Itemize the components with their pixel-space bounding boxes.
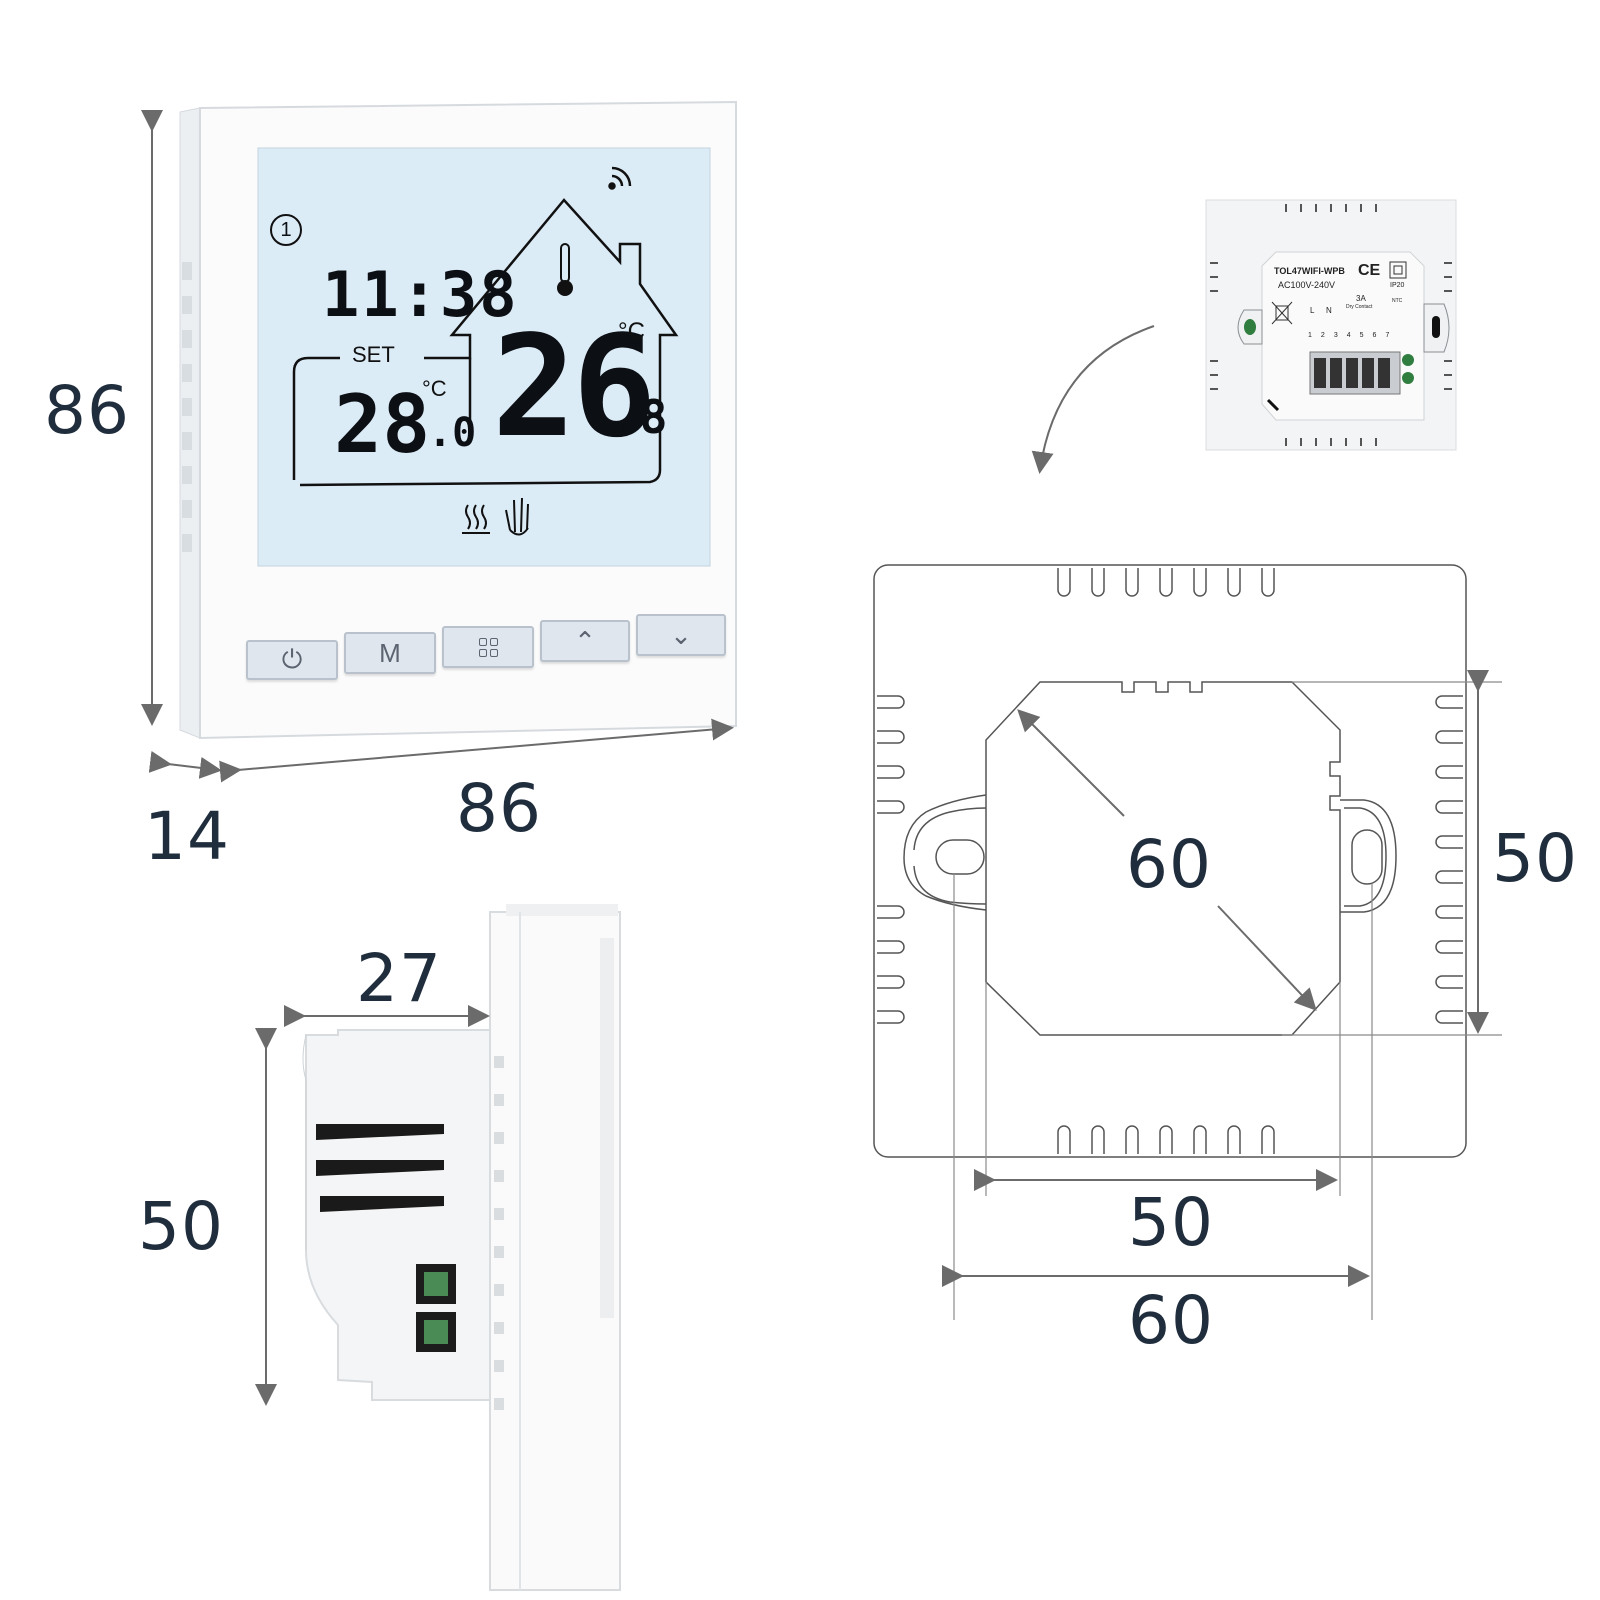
side-height-label: 50 xyxy=(138,1188,224,1265)
room-temperature-unit: °C xyxy=(618,318,645,345)
chevron-up-icon: ⌃ xyxy=(574,625,596,656)
terminal-l: L xyxy=(1310,306,1315,315)
menu-button[interactable] xyxy=(442,626,534,668)
terminal-number: 1 xyxy=(1308,332,1312,339)
model-label: TOL47WIFI-WPB xyxy=(1274,266,1345,276)
ce-mark: CE xyxy=(1358,262,1381,279)
mode-button[interactable]: M xyxy=(344,632,436,674)
back-photo xyxy=(1205,199,1457,451)
up-button[interactable]: ⌃ xyxy=(540,620,630,662)
terminal-number: 4 xyxy=(1346,332,1351,339)
back-diagonal-arrow-lower xyxy=(1217,905,1317,1011)
right-slots xyxy=(1435,695,1463,1024)
voltage-label: AC100V-240V xyxy=(1278,280,1336,290)
down-button[interactable]: ⌄ xyxy=(636,614,726,656)
side-terminal-screws xyxy=(416,1264,456,1352)
chevron-down-icon: ⌄ xyxy=(670,619,692,650)
back-dim-lines xyxy=(953,681,1502,1320)
thermometer-icon xyxy=(557,243,573,296)
side-view xyxy=(302,904,621,1591)
set-temperature-unit: °C xyxy=(422,376,447,401)
grid-icon xyxy=(478,637,498,657)
terminal-number: 2 xyxy=(1320,332,1325,339)
back-diagonal-arrow-upper xyxy=(1017,709,1125,817)
house-outline-icon xyxy=(292,198,679,487)
side-depth-label: 27 xyxy=(356,940,442,1017)
top-slots xyxy=(1057,568,1275,597)
dry-contact-label: Dry Contact xyxy=(1346,304,1373,310)
room-temperature: 26 xyxy=(492,306,657,469)
front-height-label: 86 xyxy=(44,372,130,449)
ip-rating: IP20 xyxy=(1390,282,1405,289)
room-temperature-decimal: .8 xyxy=(612,390,668,444)
terminal-n: N xyxy=(1326,306,1332,315)
lcd-clock: 11:38 xyxy=(322,258,519,331)
terminal-numbers: 1 2 3 4 5 6 7 xyxy=(1308,332,1389,339)
curved-arrow xyxy=(1031,325,1155,474)
program-number: 1 xyxy=(270,214,302,246)
front-width-arrow xyxy=(219,718,734,783)
mode-label: M xyxy=(379,637,401,668)
terminal-number: 5 xyxy=(1359,332,1364,339)
back-height-label: 50 xyxy=(1492,820,1578,897)
wifi-icon xyxy=(608,166,632,190)
ntc-label: NTC xyxy=(1392,298,1403,304)
front-width-label: 86 xyxy=(456,770,542,847)
set-temperature: 28 xyxy=(334,378,431,471)
left-slots xyxy=(877,695,905,1024)
front-depth-label: 14 xyxy=(144,798,230,875)
set-label: SET xyxy=(352,342,395,367)
front-side-vents xyxy=(182,262,192,552)
front-view xyxy=(179,100,737,740)
bottom-slots xyxy=(1057,1125,1275,1154)
back-drawing xyxy=(873,564,1467,1158)
side-vents xyxy=(316,1124,444,1212)
terminal-number: 6 xyxy=(1372,332,1377,339)
mounting-box-outline xyxy=(985,681,1341,1036)
manual-hand-icon xyxy=(505,497,529,536)
terminal-number: 3 xyxy=(1333,332,1338,339)
back-diagonal-label: 60 xyxy=(1126,826,1212,903)
back-inner-width-label: 50 xyxy=(1128,1184,1214,1261)
set-temperature-decimal: .0 xyxy=(428,410,477,456)
terminal-number: 7 xyxy=(1385,332,1390,339)
current-rating: 3A xyxy=(1356,294,1366,303)
waste-bin-icon xyxy=(1271,301,1293,325)
back-outer-width-label: 60 xyxy=(1128,1282,1214,1359)
plate-notches xyxy=(494,1056,504,1410)
front-depth-arrow xyxy=(148,750,222,779)
power-button[interactable]: ⏻ xyxy=(246,640,338,680)
heating-icon xyxy=(462,504,490,534)
power-icon: ⏻ xyxy=(281,644,303,674)
